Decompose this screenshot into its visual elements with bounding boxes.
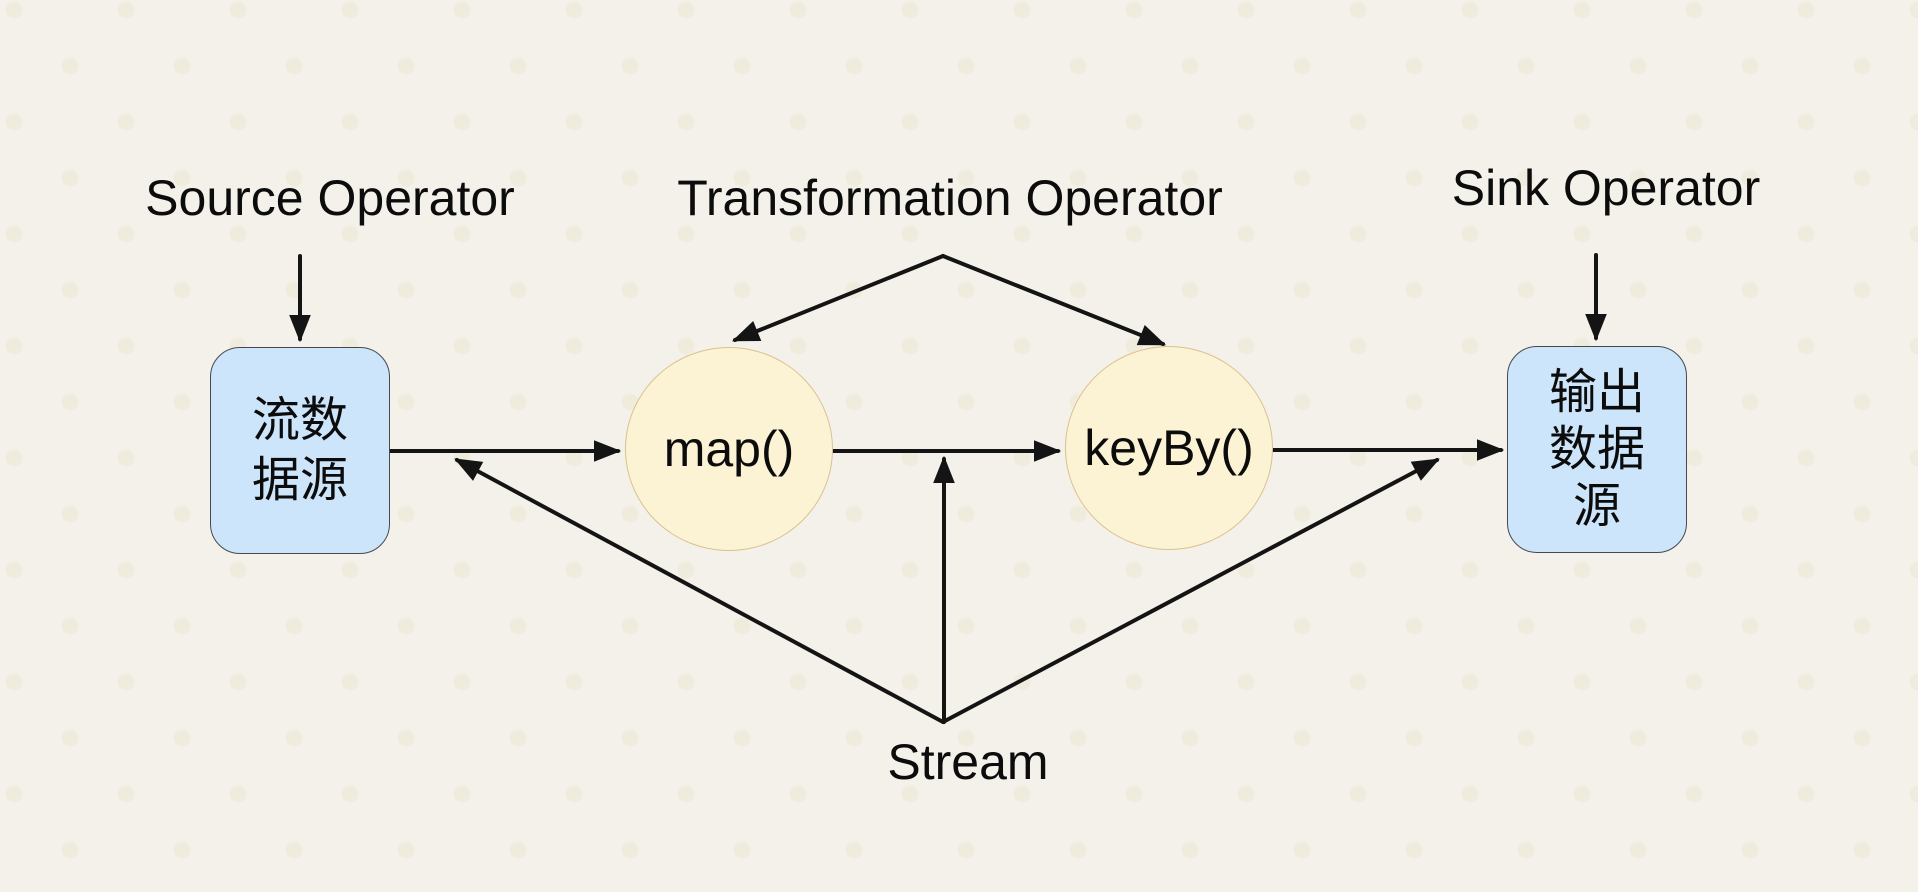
transformation-operator-label: Transformation Operator [677, 170, 1223, 226]
arrow-transformation-to-keyby-node [941, 254, 1167, 346]
keyby-node-label: keyBy() [1084, 420, 1254, 476]
stream-label: Stream [887, 734, 1049, 790]
arrow-transformation-to-map-node [731, 254, 945, 342]
source-operator-label: Source Operator [145, 170, 515, 226]
sink-operator-label: Sink Operator [1451, 160, 1761, 216]
source-node: 流数 据源 [210, 347, 390, 554]
sink-node: 输出 数据 源 [1507, 346, 1687, 553]
arrow-stream-to-keyby-sink-edge [941, 458, 1440, 724]
arrow-stream-to-source-map-edge [454, 458, 945, 724]
keyby-node: keyBy() [1065, 346, 1273, 550]
source-node-label: 流数 据源 [251, 393, 348, 507]
map-node: map() [625, 347, 833, 551]
map-node-label: map() [663, 421, 795, 477]
sink-node-label: 输出 数据 源 [1548, 366, 1645, 533]
